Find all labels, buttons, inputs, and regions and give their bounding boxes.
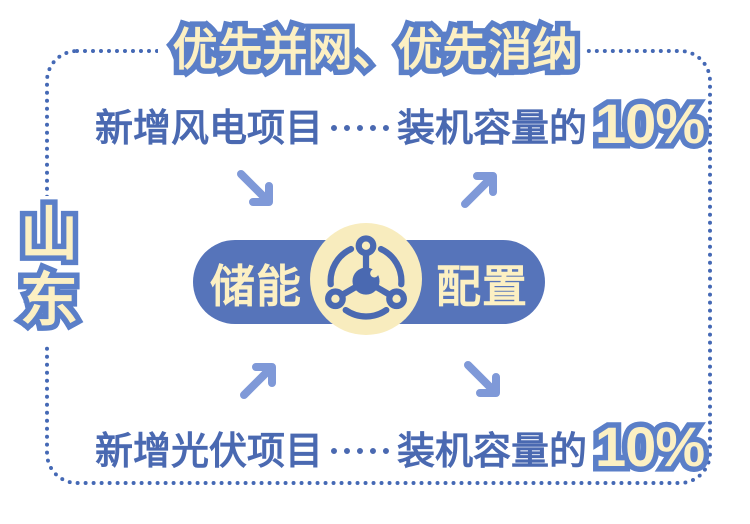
wind-percentage-text: 10% [595,92,705,155]
config-label: 配置 [435,260,528,312]
wind-percentage-outline: 10% [590,90,711,157]
arrow-down-right-icon [233,166,279,212]
wind-percentage: 10% 10% [590,90,711,157]
wind-row: 新增风电项目 装机容量的 10% 10% [95,90,711,157]
wind-project-label: 新增风电项目 [95,107,324,150]
frame-gap-top [158,38,586,66]
wind-capacity-label: 装机容量的 [397,107,588,150]
arrow-up-right-icon [457,166,503,212]
solar-percentage-outline: 10% [590,413,711,480]
region-label: 山东 山东 [12,196,86,338]
banner-title-outline: 优先并网、优先消纳 [167,20,583,79]
storage-label: 储能 [210,260,303,312]
leader-dots [331,448,390,454]
leader-dots [331,125,390,131]
solar-capacity-label: 装机容量的 [397,430,588,473]
arrow-up-right-icon-2 [236,357,282,403]
region-label-outline: 山东 [14,196,83,338]
solar-percentage-text: 10% [595,415,705,478]
region-label-text: 山东 [19,202,78,333]
arrow-down-right-icon-2 [460,357,506,403]
banner-title-text: 优先并网、优先消纳 [172,24,578,75]
banner-title: 优先并网、优先消纳 优先并网、优先消纳 [0,20,750,79]
solar-row: 新增光伏项目 装机容量的 10% 10% [95,413,711,480]
energy-network-icon [310,223,422,335]
solar-project-label: 新增光伏项目 [95,430,324,473]
frame-gap-left [34,196,64,344]
solar-percentage: 10% 10% [590,413,711,480]
